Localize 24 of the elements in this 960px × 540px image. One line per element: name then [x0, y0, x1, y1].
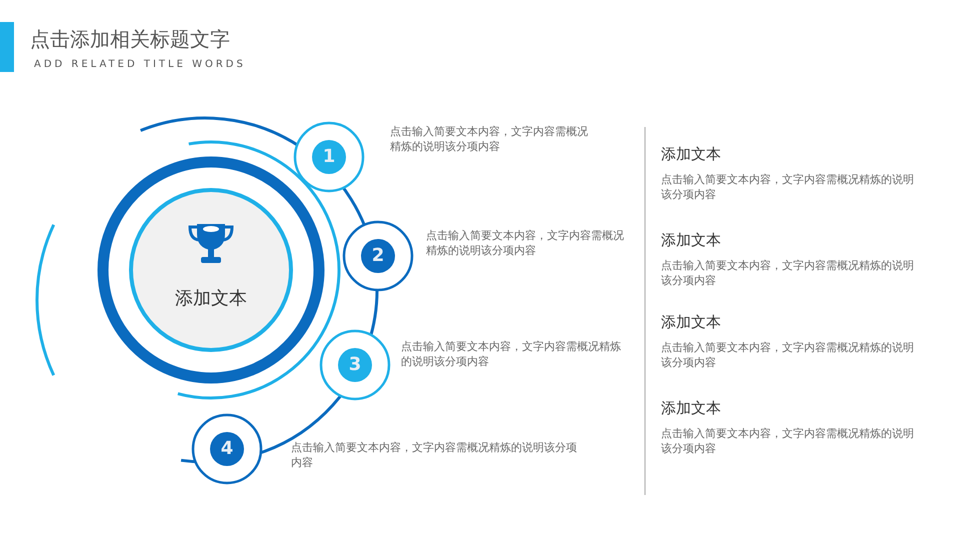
numbered-circle	[319, 329, 391, 401]
numbered-circle	[293, 121, 365, 193]
center-label: 添加文本	[174, 287, 248, 310]
step-description: 点击输入简要文本内容，文字内容需概况精炼的说明该分项内容	[401, 339, 622, 369]
item-heading: 添加文本	[661, 399, 721, 418]
step-description: 点击输入简要文本内容，文字内容需概况精炼的说明该分项内容	[291, 440, 578, 470]
item-heading: 添加文本	[661, 313, 721, 332]
item-description: 点击输入简要文本内容，文字内容需概况精炼的说明该分项内容	[661, 258, 915, 288]
center-circle	[96, 155, 326, 385]
numbered-circle	[342, 220, 414, 292]
title: 点击添加相关标题文字	[30, 26, 230, 53]
subtitle: ADD RELATED TITLE WORDS	[34, 59, 246, 70]
numbered-circle	[191, 413, 263, 485]
item-heading: 添加文本	[661, 145, 721, 164]
step-description: 点击输入简要文本内容，文字内容需概况精炼的说明该分项内容	[426, 228, 625, 258]
item-heading: 添加文本	[661, 231, 721, 250]
item-description: 点击输入简要文本内容，文字内容需概况精炼的说明该分项内容	[661, 172, 915, 202]
step-number: 2	[370, 245, 386, 267]
step-number: 3	[348, 354, 362, 376]
step-number: 4	[220, 438, 234, 460]
step-number: 1	[322, 146, 336, 168]
item-description: 点击输入简要文本内容，文字内容需概况精炼的说明该分项内容	[661, 426, 915, 456]
item-description: 点击输入简要文本内容，文字内容需概况精炼的说明该分项内容	[661, 340, 915, 370]
step-description: 点击输入简要文本内容，文字内容需概况精炼的说明该分项内容	[390, 124, 589, 154]
